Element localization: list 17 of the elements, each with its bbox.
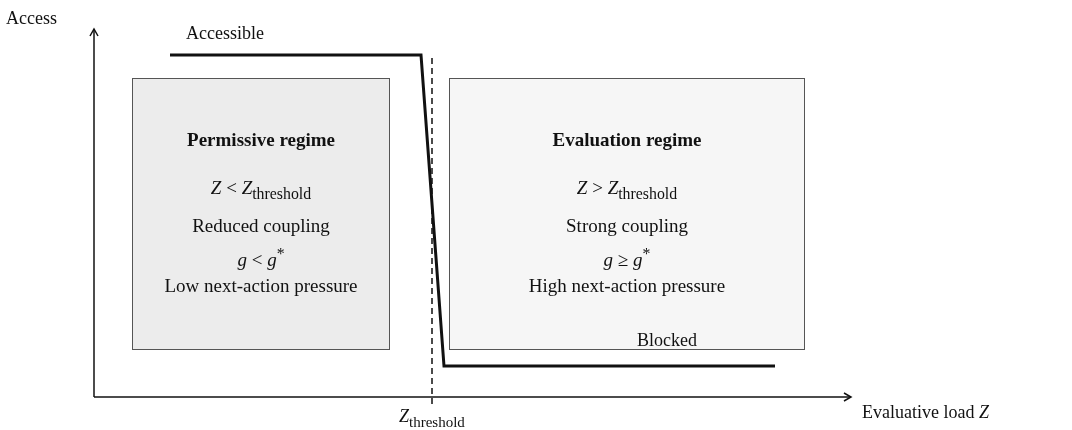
coupling-text: Strong coupling [566, 214, 688, 237]
regime-title: Evaluation regime [552, 129, 702, 151]
regime-title: Permissive regime [187, 129, 335, 151]
pressure-text: High next-action pressure [528, 275, 726, 298]
regime-box [132, 78, 390, 350]
axis-label: Access [6, 8, 57, 28]
axis-label: Evaluative load Z [862, 402, 989, 422]
coupling-formula: g < g$^{*}$ [237, 243, 285, 272]
condition-formula: Z > Z$_{threshold}$ [576, 177, 678, 204]
threshold-label: Z$_{threshold}$ [399, 406, 465, 430]
coupling-text: Reduced coupling [192, 214, 330, 237]
condition-formula: Z < Z$_{threshold}$ [210, 177, 312, 204]
regime-box [449, 78, 805, 350]
pressure-text: Low next-action pressure [164, 275, 358, 298]
curve-label: Blocked [637, 330, 697, 350]
coupling-formula: g ≥ g$^{*}$ [603, 243, 651, 272]
curve-label: Accessible [186, 23, 264, 43]
